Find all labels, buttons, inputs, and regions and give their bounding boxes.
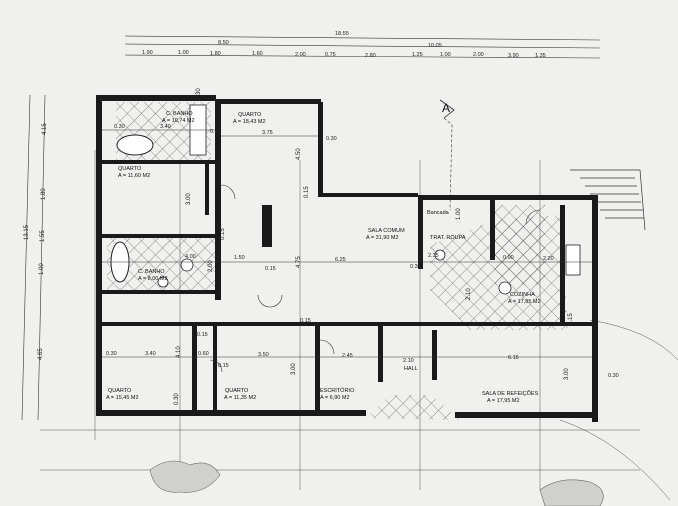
dim-left-seg-3: 1.00 xyxy=(39,263,45,275)
dim-300c: 3.00 xyxy=(564,368,570,380)
dim-400: 4.00 xyxy=(185,254,196,260)
dim-375: 3.75 xyxy=(262,130,273,136)
dim-030a: 0.30 xyxy=(114,124,125,130)
dim-625: 6.25 xyxy=(335,257,346,263)
room-bath1-name: C. BANHO xyxy=(166,111,193,117)
exterior-vegetation xyxy=(149,460,604,506)
dim-030f: 0.30 xyxy=(174,393,180,405)
dim-100: 1.00 xyxy=(456,208,462,220)
dim-340b: 3.40 xyxy=(145,351,156,357)
room-escritorio-name: ESCRITÓRIO xyxy=(320,387,355,394)
section-marker-a: A xyxy=(439,99,455,211)
dim-235: 2.35 xyxy=(428,253,439,259)
room-quarto1-name: QUARTO xyxy=(238,112,262,118)
dim-seg-7: 1.25 xyxy=(412,52,423,58)
dim-left-seg-0: 4.15 xyxy=(42,123,48,135)
top-dimension-chain: 18.55 8.50 10.05 1.90 1.00 1.80 1.60 2.0… xyxy=(124,31,601,59)
dim-seg-4: 2.00 xyxy=(295,52,306,58)
dim-left-seg-4: 4.65 xyxy=(38,348,44,360)
dim-300a: 3.00 xyxy=(186,193,192,205)
dim-015d: 0.15 xyxy=(568,313,574,325)
dim-left-overall: 13.15 xyxy=(24,224,30,240)
dim-030b: 0.30 xyxy=(326,136,337,142)
room-cozinha-name: COZINHA xyxy=(510,292,535,298)
dim-030e: 0.30 xyxy=(608,373,619,379)
dim-220: 2.20 xyxy=(543,256,554,262)
room-cozinha-area: A = 17,85 M2 xyxy=(508,299,541,305)
room-quarto4-area: A = 11,35 M2 xyxy=(224,395,256,401)
dim-015b: 0.15 xyxy=(220,228,226,240)
dim-left-seg-2: 1.55 xyxy=(40,230,46,242)
dim-015c: 0.15 xyxy=(265,266,276,272)
walls xyxy=(96,95,598,422)
room-quarto2-name: QUARTO xyxy=(118,166,142,172)
dim-030c: 0.30 xyxy=(410,264,421,270)
dim-seg-5: 0.75 xyxy=(325,52,336,58)
room-quarto3-name: QUARTO xyxy=(108,388,132,394)
dim-left-span: 8.50 xyxy=(218,40,229,46)
dim-080: 0.80 xyxy=(210,129,221,135)
dim-300b: 3.00 xyxy=(291,363,297,375)
dim-210a: 2.10 xyxy=(466,288,472,300)
room-hall-name: HALL xyxy=(404,366,418,372)
room-sala-refeicoes-area: A = 17,95 M2 xyxy=(487,398,520,404)
room-quarto2-area: A = 11,60 M2 xyxy=(118,173,150,179)
dim-615: 6.15 xyxy=(508,355,519,361)
room-escritorio-area: A = 6,90 M2 xyxy=(320,395,350,401)
dim-015f: 0.15 xyxy=(197,332,208,338)
room-quarto3-area: A = 15,45 M2 xyxy=(106,395,139,401)
dim-060: 0.60 xyxy=(198,351,209,357)
dim-210b: 2.10 xyxy=(403,358,414,364)
dim-015e: 0.15 xyxy=(218,363,229,369)
dim-410: 4.10 xyxy=(176,346,182,358)
room-quarto1-area: A = 18,43 M2 xyxy=(233,119,266,125)
dim-090: 0.90 xyxy=(503,255,514,261)
room-trat-roupa-name: TRAT. ROUPA xyxy=(430,235,466,241)
dim-030d: 0.30 xyxy=(106,351,117,357)
room-bath2-name: C. BANHO xyxy=(138,269,165,275)
dim-150: 1.50 xyxy=(234,255,245,261)
dim-475: 4.75 xyxy=(296,256,302,268)
room-sala-comum-area: A = 31,90 M2 xyxy=(366,235,399,241)
dim-right-span: 10.05 xyxy=(428,43,442,49)
room-labels: C. BANHO A = 10,74 M2 QUARTO A = 18,43 M… xyxy=(106,111,541,404)
left-dimension-chain: 13.15 4.15 1.80 1.55 1.00 4.65 xyxy=(21,94,48,421)
dim-015g: 0.15 xyxy=(300,318,311,324)
dim-seg-0: 1.90 xyxy=(142,50,153,56)
room-quarto4-name: QUARTO xyxy=(225,388,249,394)
dim-200: 2.00 xyxy=(208,260,214,272)
dim-030g: 0.30 xyxy=(196,88,202,100)
room-bancada-name: Bancada xyxy=(427,210,450,216)
dim-seg-2: 1.80 xyxy=(210,51,221,57)
interior-dimensions: 0.30 3.40 0.80 3.75 0.30 4.50 0.15 3.00 … xyxy=(102,88,619,405)
dim-overall: 18.55 xyxy=(335,31,349,37)
dim-340a: 3.40 xyxy=(160,124,171,130)
dim-seg-10: 3.90 xyxy=(508,53,519,59)
dim-left-seg-1: 1.80 xyxy=(41,188,47,200)
dim-245: 2.45 xyxy=(342,353,353,359)
section-marker-label: A xyxy=(442,101,450,115)
room-bath2-area: A = 8,00 M2 xyxy=(138,276,168,282)
dim-seg-11: 1.35 xyxy=(535,53,546,59)
dim-015a: 0.15 xyxy=(304,186,310,198)
room-sala-refeicoes-name: SALA DE REFEIÇÕES xyxy=(482,390,539,397)
dim-350: 3.50 xyxy=(258,352,269,358)
dim-450: 4.50 xyxy=(296,148,302,160)
room-bath1-area: A = 10,74 M2 xyxy=(162,118,195,124)
dim-seg-9: 2.00 xyxy=(473,52,484,58)
dim-seg-8: 1.00 xyxy=(440,52,451,58)
room-sala-comum-name: SALA COMUM xyxy=(368,228,405,234)
dim-seg-3: 1.60 xyxy=(252,51,263,57)
dim-seg-1: 1.00 xyxy=(178,50,189,56)
dim-seg-6: 2.80 xyxy=(365,53,376,59)
